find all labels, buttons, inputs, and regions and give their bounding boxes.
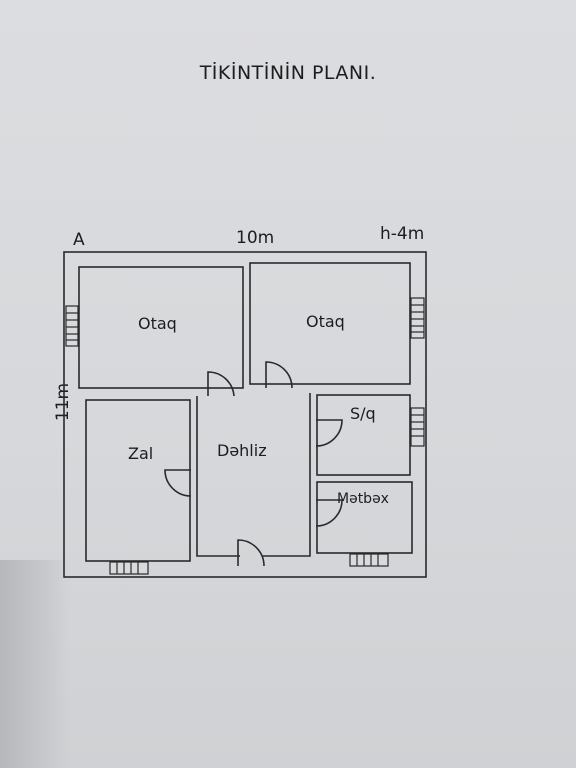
page-title: TİKİNTİNİN PLANI.: [199, 62, 377, 84]
page-edge-shadow: [0, 560, 70, 768]
room-zal-outline: [85, 399, 191, 562]
room-label-sq: S/q: [350, 404, 376, 423]
room-label-dehliz: Dəhliz: [217, 441, 267, 460]
window-otaq-left: [65, 305, 79, 347]
room-sq-outline: [316, 394, 411, 476]
room-dehliz-left-wall: [196, 396, 240, 557]
door-zal: [164, 469, 192, 497]
room-otaq-left-outline: [78, 266, 244, 389]
room-label-zal: Zal: [128, 444, 154, 463]
room-otaq-right-outline: [249, 262, 411, 385]
room-label-otaq-right: Otaq: [306, 312, 345, 331]
room-metbex-outline: [316, 481, 413, 554]
window-metbex: [349, 553, 389, 567]
width-dimension-label: 10m: [236, 228, 275, 248]
door-sq: [315, 419, 343, 447]
door-metbex: [315, 499, 343, 527]
window-otaq-right: [410, 297, 425, 339]
corner-label: A: [73, 230, 85, 250]
room-label-otaq-left: Otaq: [138, 314, 177, 333]
window-sq: [410, 407, 425, 447]
outer-wall-outline: [63, 251, 427, 578]
height-note-label: h-4m: [380, 224, 425, 244]
door-otaq-right: [265, 361, 293, 389]
door-entrance: [237, 539, 265, 567]
window-zal: [109, 561, 149, 575]
room-dehliz-right-wall: [262, 393, 311, 557]
room-label-metbex: Mətbəx: [337, 491, 389, 507]
door-otaq-left: [207, 371, 235, 397]
